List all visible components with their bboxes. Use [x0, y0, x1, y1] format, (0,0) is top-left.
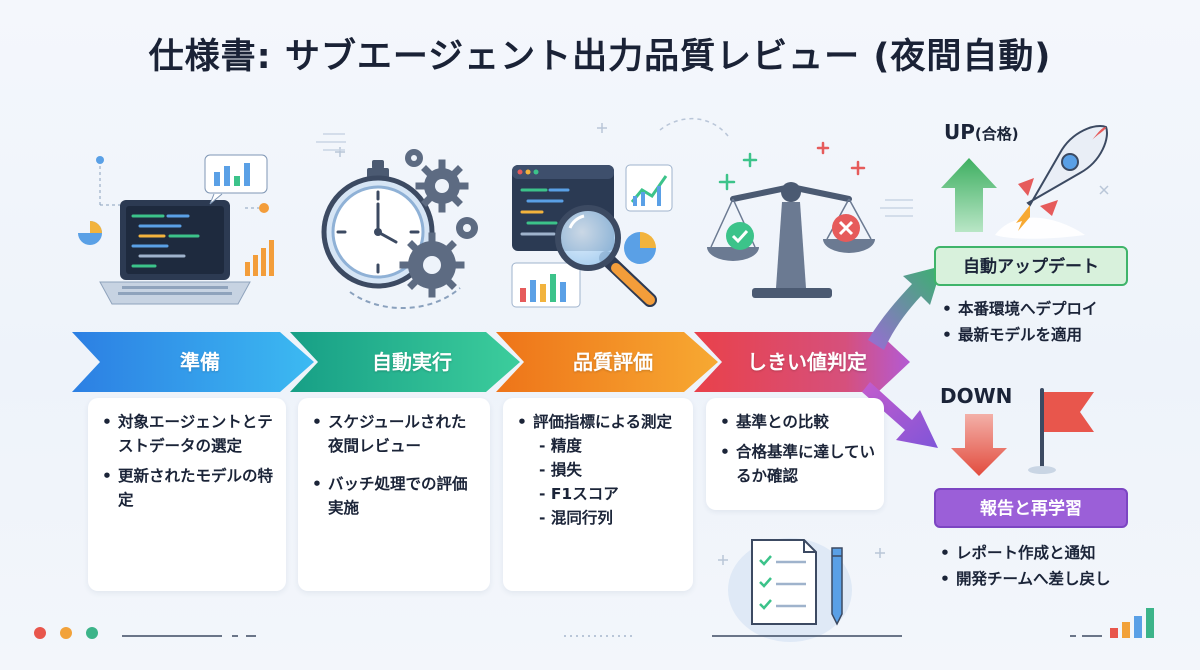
- down-arrow-icon: [951, 414, 1007, 476]
- step-card-execute: スケジュールされた夜間レビュー バッチ処理での評価実施: [298, 398, 490, 591]
- step-label-execute: 自動実行: [372, 350, 452, 374]
- up-direction-label: UP(合格): [944, 120, 1019, 144]
- list-item: レポート作成と通知: [940, 540, 1190, 566]
- step-card-prepare: 対象エージェントとテストデータの選定 更新されたモデルの特定: [88, 398, 286, 591]
- step-label-evaluate: 品質評価: [573, 350, 653, 374]
- list-item: 最新モデルを適用: [942, 322, 1192, 348]
- metric-loss: - 損失: [539, 461, 582, 479]
- list-item: 評価指標による測定: [515, 410, 683, 434]
- list-item: 更新されたモデルの特定: [100, 464, 276, 512]
- down-outcome-list: レポート作成と通知 開発チームへ差し戻し: [940, 540, 1190, 592]
- step-label-prepare: 準備: [180, 350, 220, 374]
- branch-arrow-up: [868, 266, 942, 350]
- step-card-threshold: 基準との比較 合格基準に達しているか確認: [706, 398, 884, 510]
- flag-icon: [1028, 388, 1094, 474]
- stopwatch-gears-icon: [321, 149, 478, 309]
- up-label: UP: [944, 120, 975, 144]
- list-item: スケジュールされた夜間レビュー: [310, 410, 480, 458]
- list-item: 開発チームへ差し戻し: [940, 566, 1190, 592]
- step-arrow-evaluate: [496, 332, 718, 392]
- list-item: バッチ処理での評価実施: [310, 472, 480, 520]
- decor-sparkles: [316, 118, 1109, 558]
- step-label-threshold: しきい値判定: [747, 350, 867, 374]
- up-note: (合格): [974, 125, 1019, 143]
- up-outcome-list: 本番環境へデプロイ 最新モデルを適用: [942, 296, 1192, 348]
- report-retrain-pill: 報告と再学習: [934, 488, 1128, 528]
- balance-scale-icon: [707, 141, 875, 298]
- step-arrow-prepare: [72, 332, 314, 392]
- metric-accuracy: - 精度: [539, 437, 582, 455]
- step-arrow-execute: [290, 332, 520, 392]
- laptop-icon: [78, 154, 274, 305]
- metric-confusion-matrix: - 混同行列: [539, 509, 613, 527]
- list-item: 基準との比較: [718, 410, 876, 434]
- list-item: 本番環境へデプロイ: [942, 296, 1192, 322]
- magnifier-dashboard-icon: [511, 164, 673, 308]
- up-arrow-icon: [941, 158, 997, 232]
- step-arrow-threshold: [694, 332, 910, 392]
- rocket-icon: [995, 125, 1108, 239]
- page-title: 仕様書: サブエージェント出力品質レビュー (夜間自動): [148, 37, 1052, 77]
- metric-f1: - F1スコア: [539, 485, 619, 503]
- step-card-evaluate: 評価指標による測定 - 精度 - 損失 - F1スコア - 混同行列: [503, 398, 693, 591]
- auto-update-pill: 自動アップデート: [934, 246, 1128, 286]
- branch-arrow-down: [862, 382, 938, 448]
- list-item: 合格基準に達しているか確認: [718, 440, 876, 488]
- down-direction-label: DOWN: [940, 384, 1013, 408]
- bottom-decor: [34, 608, 1154, 639]
- list-item: 対象エージェントとテストデータの選定: [100, 410, 276, 458]
- checklist-icon: [718, 538, 852, 642]
